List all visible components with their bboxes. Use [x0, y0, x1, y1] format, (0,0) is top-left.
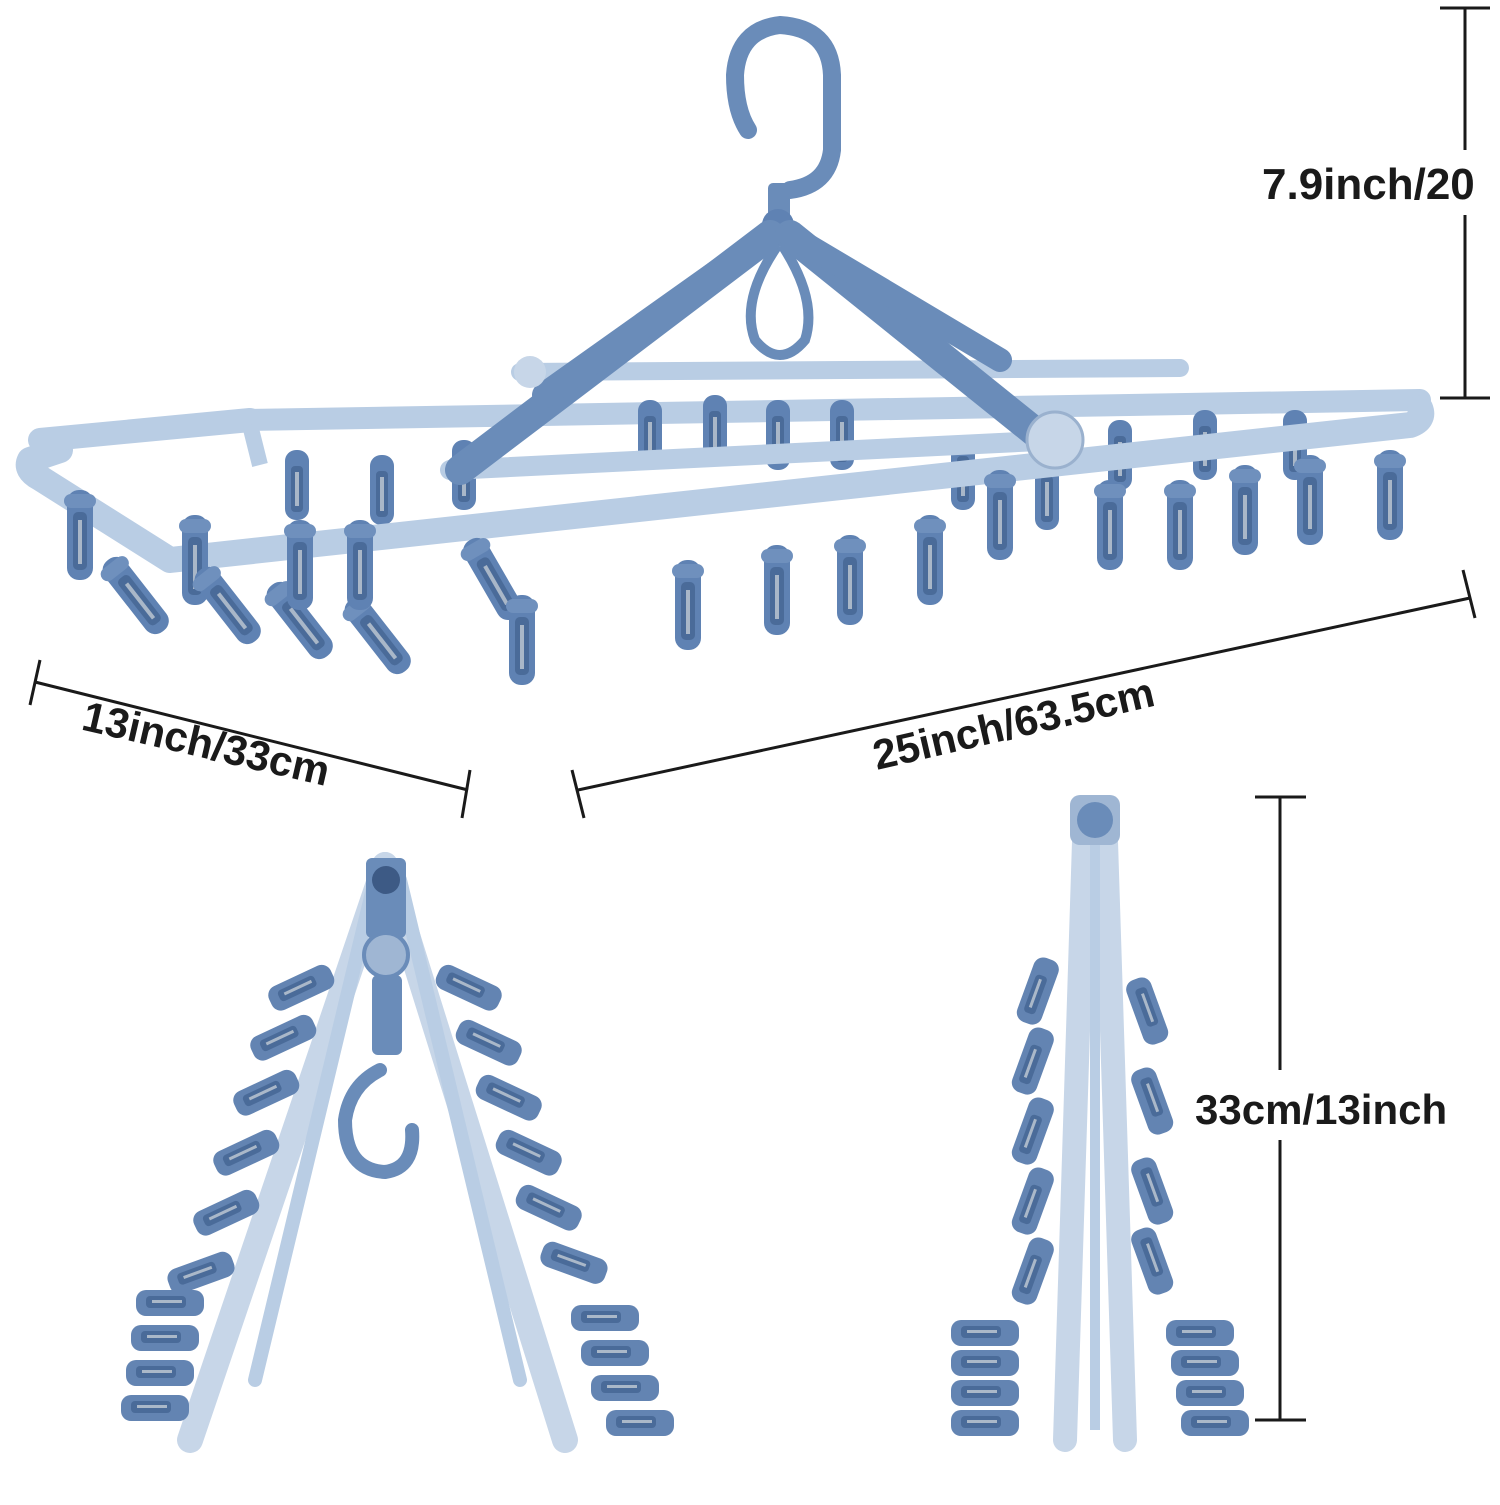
folded-height-dimension-label: 33cm/13inch — [1195, 1086, 1448, 1133]
hanger-hook — [725, 15, 841, 360]
height-dimension-label: 7.9inch/20 — [1262, 160, 1475, 209]
dimension-lines — [28, 6, 1490, 1422]
folded-front-view — [121, 852, 674, 1453]
expanded-hanger — [15, 15, 1435, 685]
folded-side-view — [951, 795, 1249, 1452]
hanger-arms — [445, 220, 1060, 485]
